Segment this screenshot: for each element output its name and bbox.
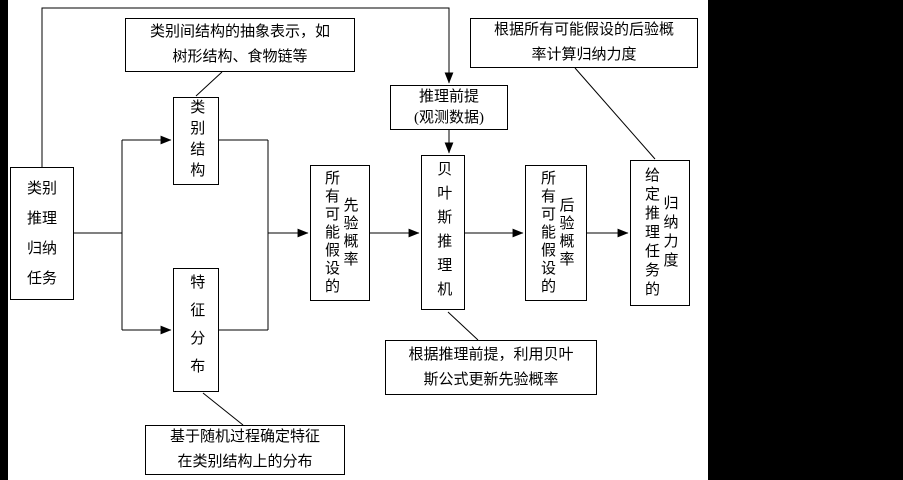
node-prior-probability-col2: 先验概率 [341, 197, 358, 269]
node-category-inference-task-label: 类别 推理 归纳 任务 [26, 180, 57, 287]
callout-line-feature-note [202, 392, 244, 426]
node-bayes-engine-label: 贝叶斯推理机 [435, 160, 452, 305]
annotation-strength-note-text: 根据所有可能假设的后验概 率计算归纳力度 [493, 22, 674, 63]
node-feature-distribution-label: 特征分布 [188, 274, 205, 386]
node-prior-probability: 所有可能假设的 先验概率 [310, 165, 370, 301]
annotation-strength-note: 根据所有可能假设的后验概 率计算归纳力度 [470, 18, 698, 68]
node-posterior-probability-col1: 所有可能假设的 [539, 170, 555, 296]
callout-line-bayes-note [447, 311, 479, 341]
node-category-structure-label: 类别结构 [188, 99, 205, 183]
callout-line-structure-note [195, 71, 223, 97]
node-prior-probability-col1: 所有可能假设的 [323, 170, 339, 296]
node-inference-premise-label: 推理前提 (观测数据) [414, 88, 484, 126]
annotation-feature-note-text: 基于随机过程确定特征 在类别结构上的分布 [169, 429, 320, 470]
node-induction-strength: 给定推理任务的 归纳力度 [630, 160, 690, 306]
node-category-structure: 类别结构 [173, 97, 219, 185]
letterbox-left [0, 0, 8, 480]
node-inference-premise: 推理前提 (观测数据) [390, 85, 508, 130]
connector-task-to-premise [41, 7, 454, 167]
letterbox-right [708, 0, 903, 480]
node-induction-strength-col2: 归纳力度 [661, 195, 678, 271]
node-posterior-probability: 所有可能假设的 后验概率 [525, 165, 587, 301]
annotation-feature-note: 基于随机过程确定特征 在类别结构上的分布 [145, 425, 345, 475]
annotation-structure-note: 类别间结构的抽象表示，如 树形结构、食物链等 [125, 18, 355, 72]
node-bayes-engine: 贝叶斯推理机 [421, 155, 465, 310]
node-feature-distribution: 特征分布 [173, 268, 219, 392]
node-posterior-probability-col2: 后验概率 [557, 197, 574, 269]
annotation-bayes-note: 根据推理前提，利用贝叶 斯公式更新先验概率 [385, 340, 597, 395]
callout-line-strength-note [574, 67, 656, 160]
annotation-structure-note-text: 类别间结构的抽象表示，如 树形结构、食物链等 [149, 24, 330, 65]
node-induction-strength-col1: 给定推理任务的 [643, 166, 659, 300]
annotation-bayes-note-text: 根据推理前提，利用贝叶 斯公式更新先验概率 [408, 346, 574, 388]
node-category-inference-task: 类别 推理 归纳 任务 [10, 167, 74, 300]
